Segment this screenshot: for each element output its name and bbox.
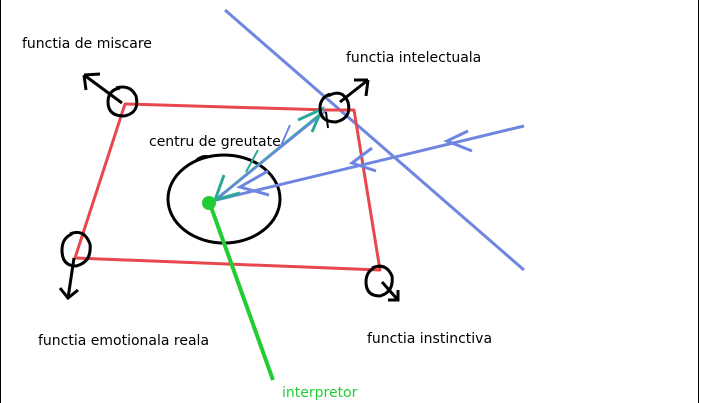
blue-arrowhead-1	[443, 129, 473, 153]
intellectual-symbol	[318, 78, 370, 129]
teal-arrowhead-mid	[279, 124, 291, 149]
center-of-gravity-dot	[202, 196, 216, 210]
interpretor-line	[208, 203, 275, 381]
teal-arrowhead-top	[297, 106, 325, 133]
label-movement-function: functia de miscare	[22, 36, 152, 52]
label-intellectual-function: functia intelectuala	[346, 50, 482, 66]
functions-quadrilateral	[73, 102, 382, 272]
emotional-symbol	[58, 230, 92, 301]
blue-arrowhead-3	[236, 169, 270, 197]
movement-symbol	[82, 72, 139, 118]
blue-arrowhead-2	[348, 146, 377, 173]
label-interpretor: interpretor	[282, 385, 358, 401]
label-instinctive-function: functia instinctiva	[367, 331, 493, 347]
teal-connector-line-b	[217, 110, 327, 199]
blue-incoming-arrow	[215, 124, 525, 202]
instinctive-symbol	[364, 264, 400, 302]
blue-diagonal-line	[224, 8, 525, 272]
label-center-of-gravity: centru de greutate	[149, 134, 281, 150]
center-oval-tick	[195, 155, 211, 161]
label-emotional-function: functia emotionala reala	[38, 333, 210, 349]
teal-arrowhead-mid-2	[245, 149, 259, 173]
